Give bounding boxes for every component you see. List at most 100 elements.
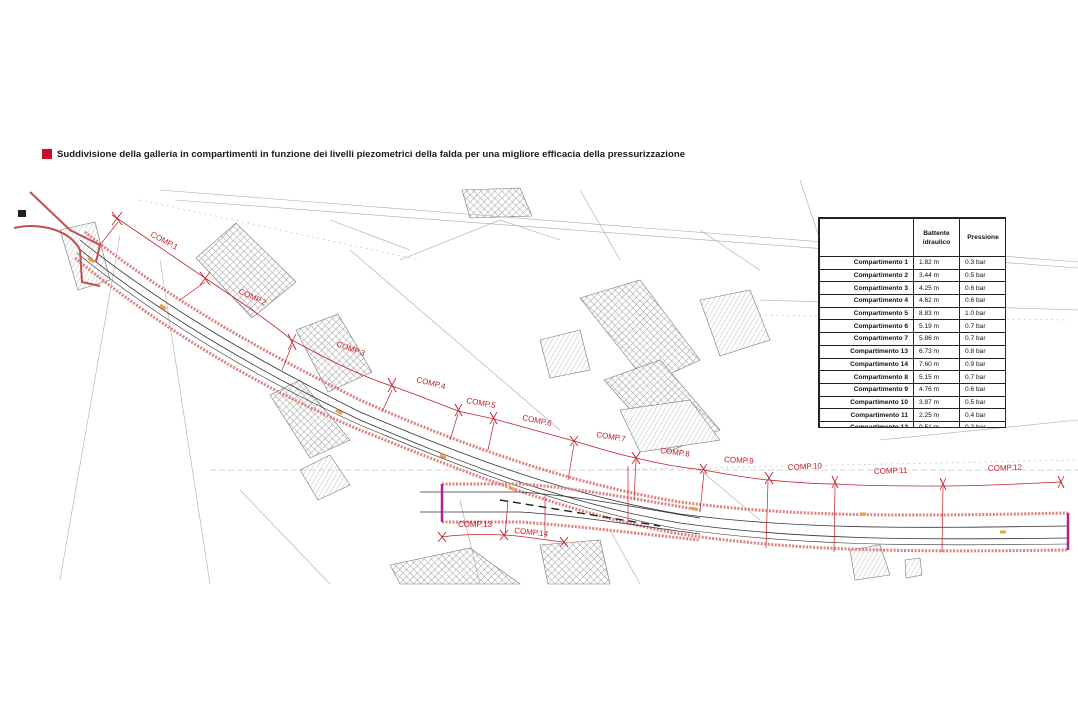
compartment-label: COMP.10 xyxy=(788,461,823,472)
building xyxy=(195,222,297,319)
row-name: Compartimento 6 xyxy=(819,319,914,334)
building xyxy=(461,187,533,219)
row-pressione: 0.6 bar xyxy=(959,281,1005,296)
building xyxy=(295,313,373,393)
boundary-line xyxy=(179,281,206,301)
row-name: Compartimento 4 xyxy=(819,294,914,308)
row-pressione: 0.5 bar xyxy=(959,395,1005,410)
building xyxy=(579,279,701,385)
boundary-line xyxy=(567,443,575,481)
boundary-line xyxy=(699,471,705,513)
row-battente: 4.76 m xyxy=(913,382,960,397)
track-3 xyxy=(76,252,1069,546)
boundary-tick xyxy=(387,377,397,393)
row-battente: 0.51 m xyxy=(913,420,960,427)
tunnel-wall-south xyxy=(74,256,1069,553)
track-2 xyxy=(77,247,1069,540)
compartment-label: COMP.7 xyxy=(596,430,627,444)
row-battente: 1.82 m xyxy=(913,256,960,270)
row-name: Compartimento 12 xyxy=(819,420,914,427)
boundary-line xyxy=(99,221,119,246)
row-name: Compartimento 5 xyxy=(819,306,914,321)
compartment-arc xyxy=(441,534,505,538)
caption-text: Suddivisione della galleria in compartim… xyxy=(57,148,686,160)
row-battente: 8.83 m xyxy=(913,306,960,321)
station-outline xyxy=(13,191,102,287)
row-pressione: 0.8 bar xyxy=(959,344,1005,359)
row-pressione: 0.5 bar xyxy=(959,268,1005,283)
boundary-tick xyxy=(831,475,839,489)
boundary-line xyxy=(765,481,769,549)
compartment-label: COMP.9 xyxy=(724,455,755,466)
compartment-arc xyxy=(291,339,393,387)
boundary-line xyxy=(281,344,293,371)
row-name: Compartimento 11 xyxy=(819,408,914,422)
boundary-line xyxy=(833,484,836,553)
table-header-blank xyxy=(819,218,914,257)
boundary-tick xyxy=(199,271,211,286)
row-name: Compartimento 8 xyxy=(819,370,914,384)
building xyxy=(849,544,891,581)
row-name: Compartimento 1 xyxy=(819,256,914,270)
row-battente: 5.15 m xyxy=(913,370,960,384)
compartment-label: COMP.13 xyxy=(458,520,493,529)
row-battente: 3.87 m xyxy=(913,395,960,410)
figure-caption: Suddivisione della galleria in compartim… xyxy=(42,147,685,161)
boundary-line xyxy=(487,421,495,451)
compartment-arc xyxy=(573,440,637,459)
row-name: Compartimento 2 xyxy=(819,268,914,283)
row-pressione: 0.6 bar xyxy=(959,294,1005,308)
compartment-arc xyxy=(942,481,1062,487)
compartment-boundaries xyxy=(99,211,1065,553)
compartment-arc xyxy=(204,277,293,341)
compartment-label: COMP.1 xyxy=(149,230,180,252)
tunnel-structure xyxy=(13,191,1070,553)
boundary-tick xyxy=(454,403,463,417)
boundary-tick xyxy=(699,463,708,475)
row-battente: 5.19 m xyxy=(913,319,960,334)
branch-wall-north xyxy=(442,482,701,512)
row-name: Compartimento 3 xyxy=(819,281,914,296)
row-battente: 4.62 m xyxy=(913,294,960,308)
building xyxy=(619,399,721,453)
compartment-arc xyxy=(391,385,459,412)
boundary-line xyxy=(449,413,459,441)
boundary-line xyxy=(504,499,509,537)
compartment-label: COMP.8 xyxy=(660,446,691,459)
building xyxy=(904,557,923,579)
caption-marker-icon xyxy=(42,149,52,159)
compartment-arc xyxy=(457,410,495,420)
compartment-arc xyxy=(635,457,705,471)
compartment-label: COMP.14 xyxy=(514,526,549,539)
boundary-line xyxy=(941,486,944,553)
compartment-arc xyxy=(503,534,565,543)
compartment-arc xyxy=(703,469,769,481)
row-name: Compartimento 7 xyxy=(819,332,914,346)
row-battente: 7.60 m xyxy=(913,357,960,372)
branch-track-1 xyxy=(420,491,701,519)
compartment-arc xyxy=(834,483,944,487)
track-1 xyxy=(79,239,1069,528)
row-name: Compartimento 14 xyxy=(819,357,914,372)
branch-track-2 xyxy=(420,511,701,535)
row-pressione: 0.4 bar xyxy=(959,408,1005,422)
branch-wall-south xyxy=(442,520,701,542)
building xyxy=(699,289,771,357)
row-battente: 3.44 m xyxy=(913,268,960,283)
compartment-label: COMP.5 xyxy=(466,396,497,410)
row-pressione: 1.0 bar xyxy=(959,306,1005,321)
boundary-tick xyxy=(489,411,498,425)
tunnel-wall-north xyxy=(84,230,1069,517)
row-name: Compartimento 10 xyxy=(819,395,914,410)
row-pressione: 0.7 bar xyxy=(959,319,1005,334)
building xyxy=(539,539,611,585)
boundary-line xyxy=(633,459,637,501)
building xyxy=(539,329,591,379)
